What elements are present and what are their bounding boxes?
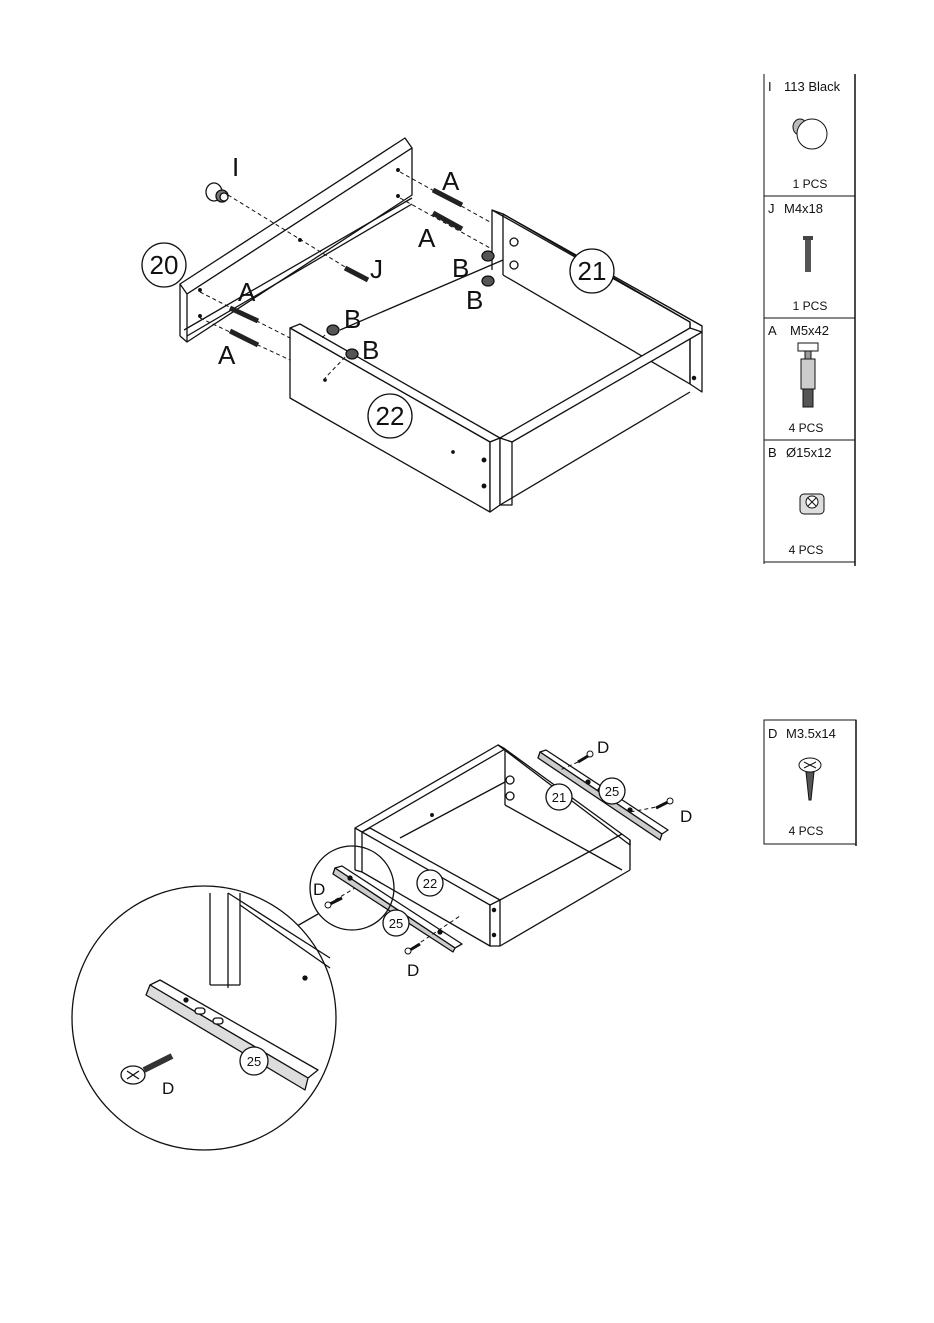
svg-text:B: B (768, 445, 777, 460)
cam-dowel-icon (798, 343, 818, 407)
part-number-25: 25 (247, 1054, 261, 1069)
part-number-21: 21 (552, 790, 566, 805)
callout-J: J (370, 254, 383, 284)
svg-text:A: A (768, 323, 777, 338)
panel-22-front (500, 328, 702, 505)
callout-D: D (597, 738, 609, 757)
callout-D: D (680, 807, 692, 826)
panel-21-side (492, 210, 702, 443)
cam-lock-icon (800, 494, 824, 514)
callout-A: A (218, 340, 236, 370)
knob-icon (206, 183, 228, 202)
svg-text:4 PCS: 4 PCS (789, 543, 824, 557)
svg-text:D: D (768, 726, 777, 741)
svg-text:4 PCS: 4 PCS (789, 421, 824, 435)
svg-text:M3.5x14: M3.5x14 (786, 726, 836, 741)
callout-A: A (442, 166, 460, 196)
knob-icon (793, 119, 827, 149)
callout-D: D (313, 880, 325, 899)
part-number-22: 22 (376, 401, 405, 431)
part-cell-J: J M4x18 1 PCS (768, 201, 827, 313)
part-cell-B: B Ø15x12 4 PCS (768, 445, 832, 557)
callout-B: B (466, 285, 483, 315)
part-number-22: 22 (423, 876, 437, 891)
svg-text:I: I (768, 79, 772, 94)
svg-text:J: J (768, 201, 775, 216)
callout-D: D (162, 1079, 174, 1098)
wood-screw-icon (799, 758, 821, 800)
callout-A: A (418, 223, 436, 253)
part-cell-A: A M5x42 4 PCS (768, 323, 829, 435)
part-number-25: 25 (605, 784, 619, 799)
svg-text:1 PCS: 1 PCS (793, 299, 828, 313)
svg-text:Ø15x12: Ø15x12 (786, 445, 832, 460)
parts-list-step1: I 113 Black 1 PCS J M4x18 1 PCS A M5x42 (764, 74, 855, 566)
callout-B: B (344, 304, 361, 334)
svg-text:M4x18: M4x18 (784, 201, 823, 216)
parts-list-step2: D M3.5x14 4 PCS (764, 720, 856, 846)
callout-B: B (452, 253, 469, 283)
callout-I: I (232, 152, 239, 182)
part-number-25: 25 (389, 916, 403, 931)
panel-20-back (180, 138, 412, 342)
step1-illustration (142, 138, 702, 512)
svg-text:113 Black: 113 Black (784, 79, 841, 94)
screw-icon (803, 236, 813, 272)
svg-text:4 PCS: 4 PCS (789, 824, 824, 838)
svg-text:M5x42: M5x42 (790, 323, 829, 338)
callout-A: A (238, 277, 256, 307)
part-cell-D: D M3.5x14 4 PCS (768, 726, 836, 838)
part-cell-I: I 113 Black 1 PCS (768, 79, 841, 191)
screw-j-icon (345, 268, 368, 280)
part-number-20: 20 (150, 250, 179, 280)
callout-D: D (407, 961, 419, 980)
callout-B: B (362, 335, 379, 365)
part-number-21: 21 (578, 256, 607, 286)
svg-text:1 PCS: 1 PCS (793, 177, 828, 191)
